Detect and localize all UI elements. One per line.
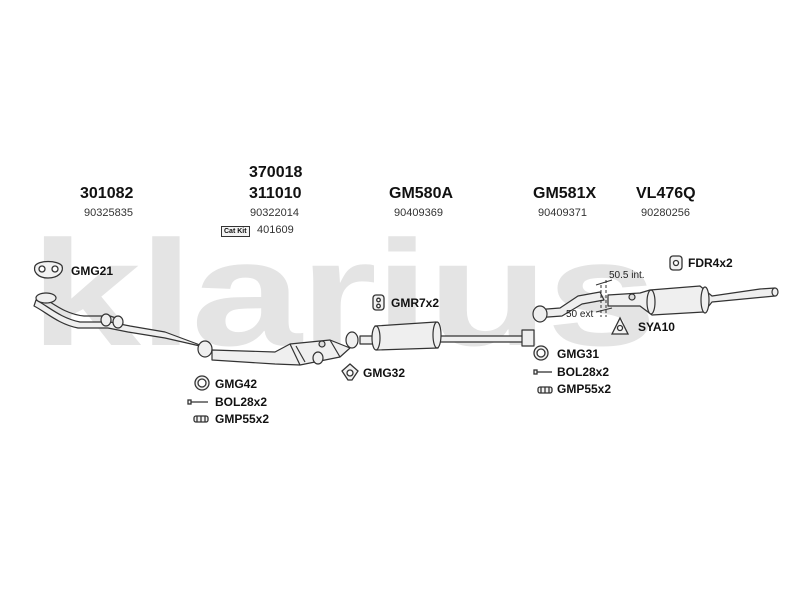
fitting-label-gmg31: GMG31: [557, 347, 600, 361]
part-number-vl476q: VL476Q: [636, 185, 696, 202]
part-number-311010: 311010: [249, 185, 302, 202]
ring-gasket-icon: [194, 375, 210, 391]
ring-gasket-icon: [533, 345, 549, 361]
triangle-gasket-icon: [341, 363, 359, 381]
fitting-label-bol28-b: BOL28x2: [557, 365, 610, 379]
fitting-label-gmr7: GMR7x2: [391, 296, 440, 310]
part-number-370018: 370018: [249, 164, 303, 181]
dimension-int: 50.5 int.: [609, 270, 645, 281]
oe-ref-vl476q: 90280256: [641, 207, 690, 219]
fitting-label-gmp55-a: GMP55x2: [215, 412, 270, 426]
dimension-ext: 50 ext: [566, 309, 594, 320]
fitting-label-gmg32: GMG32: [363, 366, 406, 380]
fitting-label-bol28-a: BOL28x2: [215, 395, 268, 409]
bolt-icon: [533, 369, 552, 375]
fitting-label-fdr4: FDR4x2: [688, 256, 733, 270]
oe-ref-301082: 90325835: [84, 207, 133, 219]
intermediate-pipe: [532, 291, 605, 323]
catalytic-converter: [197, 339, 351, 366]
bolt-icon: [187, 399, 208, 405]
oe-ref-311010: 90322014: [250, 207, 299, 219]
brand-watermark: klarius: [30, 209, 657, 377]
rear-silencer: [607, 285, 779, 316]
hanger-icon: [610, 316, 630, 335]
fitting-label-gmg42: GMG42: [215, 377, 258, 391]
dimension-marks: [595, 279, 613, 317]
spring-icon: [537, 386, 553, 394]
cat-kit-ref: 401609: [257, 224, 294, 236]
part-number-301082: 301082: [80, 185, 134, 202]
oe-ref-gm581x: 90409371: [538, 207, 587, 219]
oe-ref-gm580a: 90409369: [394, 207, 443, 219]
mounting-rubber-icon: [372, 294, 385, 311]
fitting-label-gmp55-b: GMP55x2: [557, 382, 612, 396]
part-number-gm581x: GM581X: [533, 185, 597, 202]
centre-silencer: [345, 321, 535, 351]
front-pipe: [33, 292, 206, 353]
part-number-gm580a: GM580A: [389, 185, 454, 202]
gasket-icon: [33, 260, 64, 279]
cat-kit-badge: Cat Kit: [221, 226, 250, 237]
fitting-label-sya10: SYA10: [638, 320, 675, 334]
spring-icon: [193, 415, 209, 423]
rubber-hanger-icon: [669, 255, 683, 271]
fitting-label-gmg21: GMG21: [71, 264, 114, 278]
